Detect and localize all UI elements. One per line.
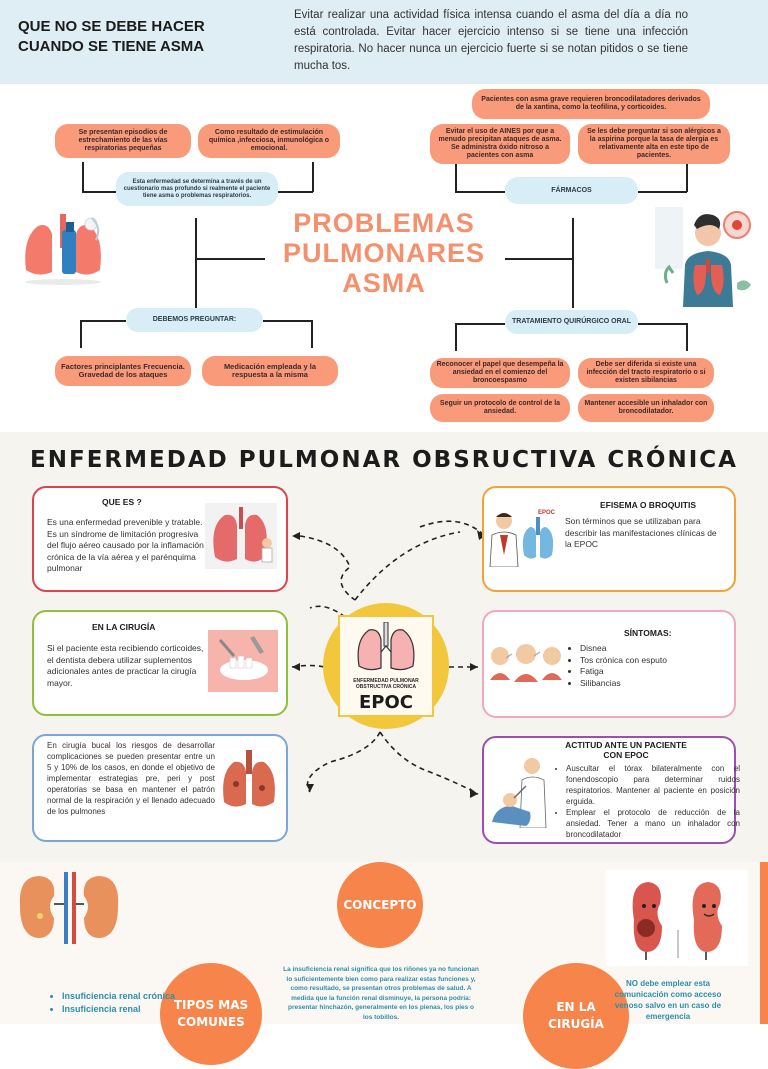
tratamiento-pill-1: Reconocer el papel que desempeña la ansi… <box>430 358 570 388</box>
connector-line <box>195 258 265 260</box>
card-cirugia-title: EN LA CIRUGÍA <box>92 622 156 632</box>
enfisema-image-label: EPOC <box>538 510 556 516</box>
dental-surgery-image <box>208 630 278 692</box>
asma-diagnosis-note: Esta enfermedad se determina a través de… <box>116 172 278 206</box>
lungs-inhaler-illustration <box>16 208 110 286</box>
kidneys-characters-illustration <box>606 870 748 966</box>
connector-line <box>311 320 313 348</box>
farmacos-pill-1: Evitar el uso de AINES por que a menudo … <box>430 124 570 164</box>
card-sintomas <box>482 610 736 718</box>
header-banner <box>0 0 768 84</box>
connector-line <box>638 191 687 193</box>
connector-line <box>80 320 126 322</box>
tratamiento-label: TRATAMIENTO QUIRÚRGICO ORAL <box>505 310 638 334</box>
card-actitud-title: ACTITUD ANTE UN PACIENTE CON EPOC <box>565 740 687 760</box>
tratamiento-pill-4: Mantener accesible un inhalador con bron… <box>578 394 714 422</box>
preguntar-pill-1: Factores principlantes Frecuencia. Grave… <box>55 356 191 386</box>
tipos-list: Insuficiencia renal crónica Insuficienci… <box>50 990 175 1016</box>
asma-main-title: PROBLEMAS PULMONARES ASMA <box>282 208 485 298</box>
asma-left-pill-2: Como resultado de estimulación química ,… <box>198 124 340 158</box>
connector-line <box>686 323 688 351</box>
doctor-lungs-image <box>486 505 562 567</box>
patient-asthma-illustration <box>653 203 759 307</box>
connector-line <box>80 320 82 348</box>
tipo-item: Insuficiencia renal <box>62 1003 175 1016</box>
asma-left-pill-1: Se presentan episodios de estrechamiento… <box>55 124 191 158</box>
connector-line <box>82 191 118 193</box>
farmacos-pill-2: Se les debe preguntar si son alérgicos a… <box>578 124 730 164</box>
farmacos-label: FÁRMACOS <box>505 177 638 204</box>
tipos-circle: TIPOS MAS COMUNES <box>160 963 262 1065</box>
card-cirugia-text: Si el paciente esta recibiendo corticoid… <box>47 643 204 688</box>
epoc-title: ENFERMEDAD PULMONAR OBSRUCTIVA CRÓNICA <box>30 447 738 473</box>
connector-line <box>263 320 312 322</box>
concepto-circle: CONCEPTO <box>337 862 423 948</box>
card-que-es-text: Es una enfermedad prevenible y tratable.… <box>47 517 204 573</box>
connector-line <box>276 191 313 193</box>
card-bucal-text: En cirugía bucal los riesgos de desarrol… <box>47 741 215 816</box>
connector-line <box>455 191 505 193</box>
coughing-people-image <box>490 644 562 682</box>
connector-line <box>572 218 574 308</box>
connector-line <box>686 162 688 192</box>
connector-line <box>455 323 505 325</box>
kidneys-illustration-left <box>19 872 119 944</box>
debemos-preguntar-label: DEBEMOS PREGUNTAR: <box>126 308 263 332</box>
card-sintomas-title: SÍNTOMAS: <box>624 628 672 638</box>
sintoma-item: Fatiga <box>580 666 667 678</box>
tratamiento-pill-2: Debe ser diferida si existe una infecció… <box>578 358 714 388</box>
card-enfisema-text: Son términos que se utilizaban para desc… <box>565 516 717 549</box>
epoc-center-label: EPOC <box>359 692 413 713</box>
tipo-item: Insuficiencia renal crónica <box>62 990 175 1003</box>
actitud-item: Emplear el protocolo de reducción de la … <box>566 807 740 840</box>
connector-line <box>455 162 457 192</box>
lungs-organs-image <box>223 750 275 807</box>
cirugia-renal-text: NO debe emplear esta comunicación como a… <box>614 979 722 1021</box>
epoc-lungs-icon <box>357 622 415 671</box>
preguntar-pill-2: Medicación empleada y la respuesta a la … <box>202 356 338 386</box>
connector-line <box>82 162 84 192</box>
connector-line <box>195 218 197 308</box>
sintomas-list: Disnea Tos crónica con esputo Fatiga Sil… <box>568 643 667 689</box>
card-enfisema-title: EFISEMA O BROQUITIS <box>600 500 697 510</box>
concepto-text: La insuficiencia renal significa que los… <box>283 966 479 1021</box>
header-text: Evitar realizar una actividad física int… <box>294 9 688 72</box>
lungs-doctor-image <box>205 503 277 569</box>
dentist-patient-image <box>486 752 554 828</box>
actitud-list: Auscultar el tórax bilateralmente con el… <box>554 763 740 840</box>
connector-line <box>312 162 314 192</box>
connector-line <box>638 323 687 325</box>
connector-line <box>505 258 573 260</box>
tratamiento-pill-3: Seguir un protocolo de control de la ans… <box>430 394 570 422</box>
farmacos-top-pill: Pacientes con asma grave requieren bronc… <box>472 89 710 119</box>
sintoma-item: Disnea <box>580 643 667 655</box>
sintoma-item: Tos crónica con esputo <box>580 655 667 667</box>
connector-line <box>455 323 457 351</box>
sintoma-item: Silibancias <box>580 678 667 690</box>
actitud-item: Auscultar el tórax bilateralmente con el… <box>566 763 740 807</box>
epoc-center-caption: ENFERMEDAD PULMONAR OBSTRUCTIVA CRÓNICA <box>353 678 419 690</box>
renal-side-accent <box>760 862 768 1024</box>
header-title: QUE NO SE DEBE HACER CUANDO SE TIENE ASM… <box>18 18 205 55</box>
epoc-dashed-connectors <box>291 520 486 798</box>
card-que-es-title: QUE ES ? <box>102 497 142 507</box>
